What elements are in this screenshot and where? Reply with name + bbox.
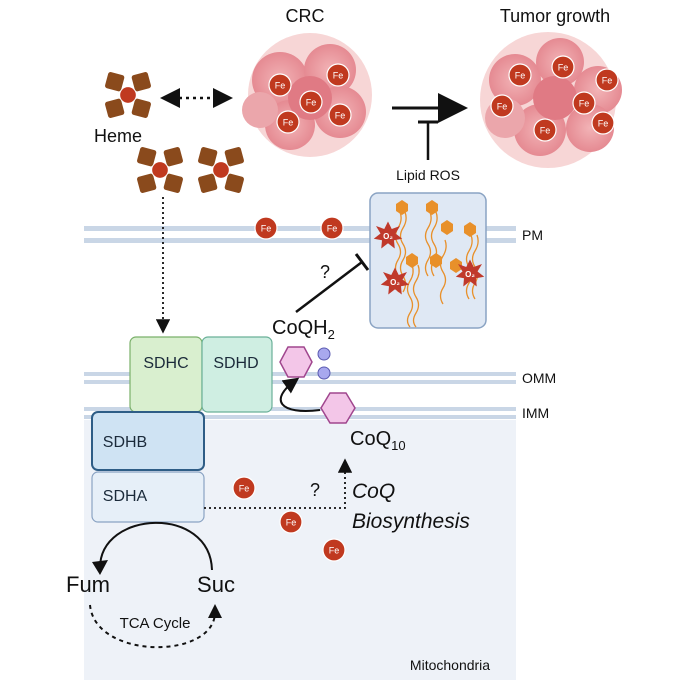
pm-label: PM [522,227,543,243]
svg-text:Fe: Fe [602,76,613,86]
sdhb-subunit [91,411,205,471]
omm-label: OMM [522,370,556,386]
fe-atoms-tumor-growth: Fe Fe Fe Fe Fe Fe Fe [490,55,619,142]
tca-upper-arc [99,521,213,571]
svg-text:Fe: Fe [306,98,317,108]
sdhc-label: SDHC [143,355,188,372]
mitochondria-label: Mitochondria [410,657,490,673]
svg-text:Fe: Fe [598,119,609,129]
fe-atom-mito-1: Fe [232,476,256,500]
o2-burst-3: O₂ [380,267,410,295]
coqh2-inhibits-ros-line [295,261,363,313]
omm-line-2 [84,380,516,384]
coq-biosynthesis-label-line1: CoQ [352,480,395,503]
coq-biosynthesis-label-line2: Biosynthesis [352,510,470,533]
svg-text:Fe: Fe [275,81,286,91]
lipid-headgroups [396,200,476,273]
o2-burst-1: O₂ [373,221,403,249]
tca-lower-arrowhead [208,604,222,618]
coqh2-label: CoQH2 [272,317,335,342]
tumor-growth-label: Tumor growth [500,6,610,26]
heme-molecule-1 [103,70,153,120]
fe-atom-mito-3: Fe [322,538,346,562]
sdhd-subunit [201,336,273,413]
svg-text:Fe: Fe [497,102,508,112]
question-mark-lower: ? [310,480,320,500]
heme-label: Heme [94,126,142,146]
o2-burst-2: O₂ [455,259,485,287]
tca-upper-arrowhead [92,560,108,575]
svg-text:Fe: Fe [283,118,294,128]
tca-lower-arc [89,604,216,649]
sdha-to-coq-biosynthesis-arrow [204,458,353,509]
heme-molecule-2 [135,145,185,195]
coqh2-inhibits-ros-bar [354,253,370,271]
svg-text:Fe: Fe [335,111,346,121]
coq10-label: CoQ10 [350,428,406,453]
sdhd-label: SDHD [213,355,258,372]
fe-atom-pm-1: Fe [254,216,278,240]
fe-atoms-crc: Fe Fe Fe Fe Fe [268,63,352,134]
coq10-reduction-arrow [279,377,321,412]
svg-text:O₂: O₂ [383,232,393,241]
coqh2-molecule [279,346,313,378]
fe-atom-pm-2: Fe [320,216,344,240]
svg-text:Fe: Fe [327,224,338,234]
svg-text:Fe: Fe [239,484,250,494]
heme-molecule-3 [196,145,246,195]
question-mark-upper: ? [320,262,330,282]
svg-text:Fe: Fe [333,71,344,81]
svg-text:Fe: Fe [515,71,526,81]
svg-text:O₂: O₂ [390,278,400,287]
coqh2-h-dot-1 [317,347,331,361]
lipid-ros-label: Lipid ROS [396,167,460,183]
sdha-label: SDHA [103,488,148,505]
plasma-membrane-outer [84,226,516,231]
imm-label: IMM [522,405,549,421]
tca-cycle-label: TCA Cycle [120,615,191,632]
crc-label: CRC [286,6,325,26]
svg-text:Fe: Fe [329,546,340,556]
sdhc-subunit [129,336,203,413]
sdhb-label: SDHB [103,434,147,451]
svg-text:Fe: Fe [558,63,569,73]
svg-text:Fe: Fe [540,126,551,136]
suc-label: Suc [197,572,235,597]
coq10-molecule [320,392,356,424]
imm-line-2 [84,415,516,419]
svg-text:Fe: Fe [579,99,590,109]
fe-atom-mito-2: Fe [279,510,303,534]
fum-label: Fum [66,572,110,597]
svg-text:O₂: O₂ [465,270,475,279]
imm-line-1 [84,407,516,411]
plasma-membrane-inner [84,238,516,243]
svg-text:Fe: Fe [286,518,297,528]
coqh2-h-dot-2 [317,366,331,380]
sdha-subunit [91,471,205,523]
svg-text:Fe: Fe [261,224,272,234]
